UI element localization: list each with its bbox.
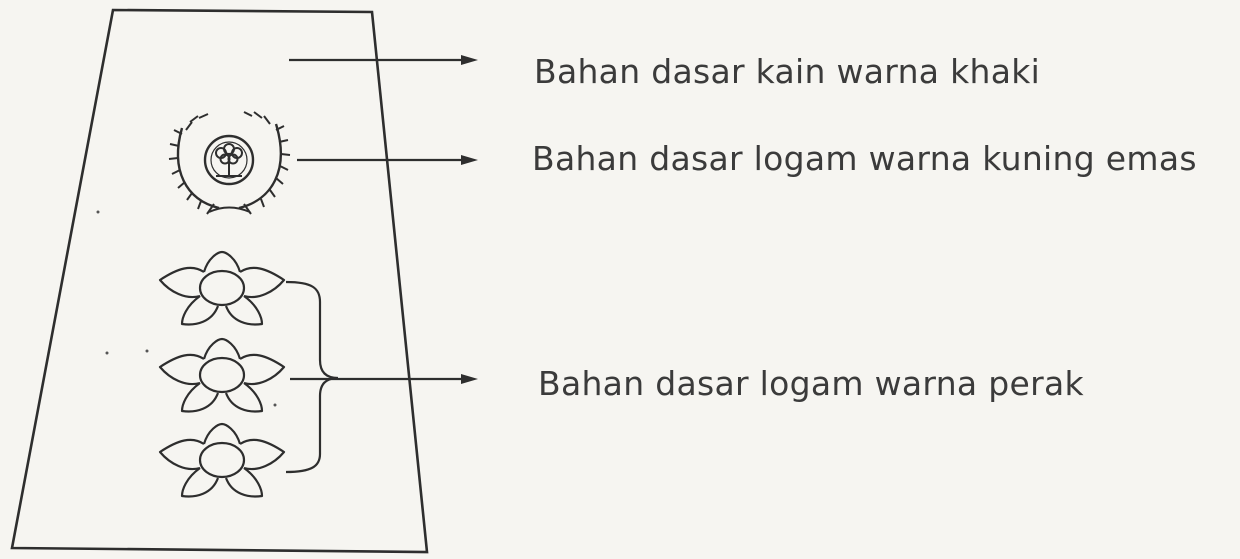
shoulder-board-outline [10,8,429,554]
arrow-emblem [297,155,478,165]
speck [96,210,100,214]
flower-rank-icon [158,337,286,413]
speck [145,349,149,353]
flower-rank-icon [158,422,286,498]
arrow-flowers [290,374,478,384]
speck [273,403,277,407]
arrow-fabric [289,55,478,65]
flower-rank-icon [158,250,286,326]
label-flowers: Bahan dasar logam warna perak [538,364,1084,403]
label-emblem: Bahan dasar logam warna kuning emas [532,139,1197,178]
wreath-emblem-icon [168,111,291,215]
flower-group-brace [285,280,339,474]
label-fabric: Bahan dasar kain warna khaki [534,52,1041,91]
speck [105,351,109,355]
